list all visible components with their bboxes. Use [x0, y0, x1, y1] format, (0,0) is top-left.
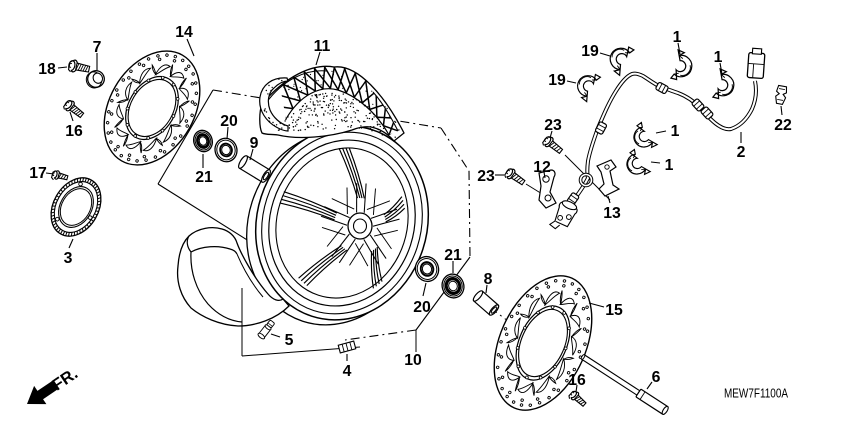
- svg-text:23: 23: [477, 168, 495, 185]
- svg-text:1: 1: [673, 29, 682, 46]
- svg-text:1: 1: [665, 157, 674, 174]
- svg-text:2: 2: [737, 144, 746, 161]
- svg-text:23: 23: [544, 117, 562, 134]
- svg-text:8: 8: [484, 271, 493, 288]
- svg-text:6: 6: [652, 369, 661, 386]
- svg-text:19: 19: [548, 72, 566, 89]
- svg-text:16: 16: [65, 123, 83, 140]
- svg-text:13: 13: [603, 205, 621, 222]
- svg-text:9: 9: [250, 135, 259, 152]
- svg-text:21: 21: [444, 247, 462, 264]
- svg-text:19: 19: [581, 43, 599, 60]
- svg-text:21: 21: [195, 169, 213, 186]
- svg-text:17: 17: [29, 165, 47, 182]
- svg-text:11: 11: [314, 38, 331, 55]
- svg-text:4: 4: [343, 363, 352, 380]
- svg-text:14: 14: [175, 24, 193, 41]
- svg-text:3: 3: [64, 250, 73, 267]
- svg-text:20: 20: [220, 113, 238, 130]
- svg-text:10: 10: [404, 352, 422, 369]
- svg-text:MEW7F1100A: MEW7F1100A: [724, 386, 788, 401]
- svg-text:7: 7: [93, 39, 102, 56]
- svg-text:18: 18: [38, 61, 56, 78]
- svg-text:1: 1: [671, 123, 680, 140]
- svg-text:1: 1: [714, 49, 723, 66]
- svg-text:5: 5: [285, 332, 294, 349]
- svg-text:20: 20: [413, 299, 431, 316]
- svg-text:22: 22: [774, 117, 792, 134]
- svg-text:16: 16: [568, 372, 586, 389]
- svg-text:15: 15: [605, 302, 623, 319]
- svg-text:12: 12: [533, 159, 551, 176]
